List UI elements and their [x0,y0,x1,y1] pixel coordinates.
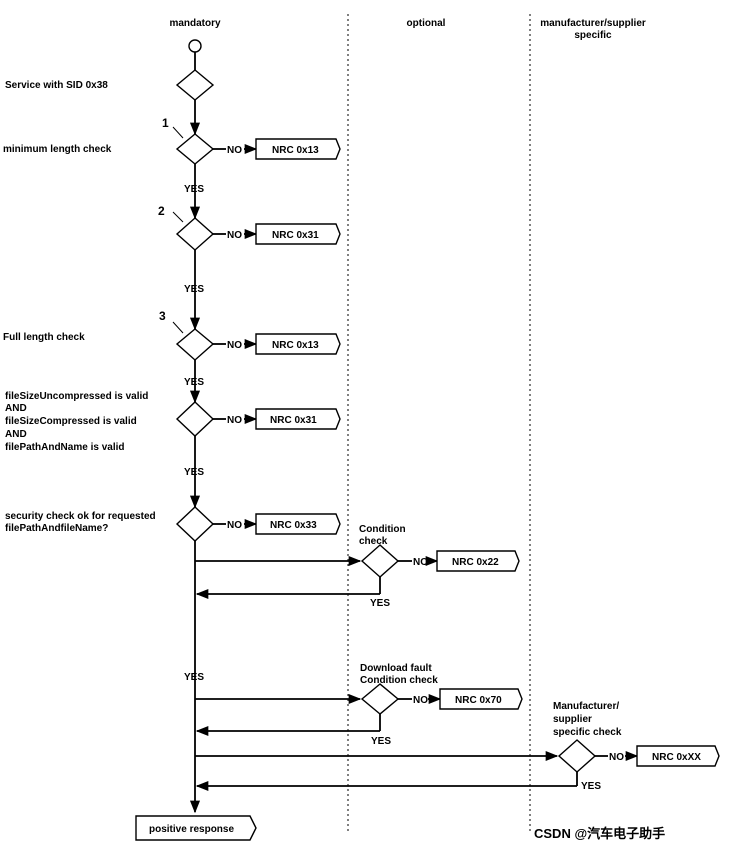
yes-label-manufacturer: YES [581,781,601,792]
nrc-box-4 [255,408,341,430]
label-manuf-1: Manufacturer/ [553,701,619,712]
yes-label-3: YES [184,377,204,388]
nrc-label-7: NRC 0x70 [455,695,502,706]
no-label-7: NO [413,695,428,706]
nrc-box-6 [436,550,520,572]
positive-response-label: positive response [149,824,234,835]
lane-title-manufacturer-line2: specific [574,30,612,41]
nrc-box-1 [255,138,341,160]
nrc-label-4: NRC 0x31 [270,415,317,426]
decision-condition-check [360,544,400,578]
label-valid-2: AND [5,403,27,414]
step2-tick [172,211,184,223]
yes-label-condition: YES [370,598,390,609]
nrc-label-6: NRC 0x22 [452,557,499,568]
label-condition-1: Condition [359,524,406,535]
no-label-5: NO [227,520,242,531]
yes-label-download: YES [371,736,391,747]
decision-security [175,506,215,542]
step1-tick [172,126,184,139]
label-download-2: Condition check [360,675,438,686]
label-valid-1: fileSizeUncompressed is valid [5,391,148,402]
step2-number: 2 [158,204,165,218]
nrc-label-1: NRC 0x13 [272,145,319,156]
step3-tick [172,321,184,334]
decision-service-sid [175,69,215,101]
lane-title-optional: optional [407,18,446,29]
yes-label-5: YES [184,672,204,683]
decision-step2 [175,217,215,251]
no-label-3: NO [227,340,242,351]
no-label-8: NO [609,752,624,763]
decision-download-check [360,683,400,715]
watermark-text: CSDN @汽车电子助手 [534,826,665,841]
decision-full-length [175,328,215,361]
label-valid-3: fileSizeCompressed is valid [5,416,137,427]
step1-number: 1 [162,116,169,130]
nrc-box-2 [255,223,341,245]
yes-label-2: YES [184,284,204,295]
decision-manufacturer-check [557,739,597,773]
nrc-box-5 [255,513,341,535]
start-node [188,39,202,53]
lane-title-mandatory: mandatory [169,18,221,29]
label-service: Service with SID 0x38 [5,80,108,91]
label-download-1: Download fault [360,663,432,674]
decision-validity [175,401,215,437]
decision-min-length [175,133,215,165]
nrc-box-7 [439,688,523,710]
label-full-length: Full length check [3,332,85,343]
positive-response-box [135,815,257,841]
nrc-label-3: NRC 0x13 [272,340,319,351]
no-label-1: NO [227,145,242,156]
lane-title-manufacturer-line1: manufacturer/supplier [540,18,646,29]
label-condition-2: check [359,536,388,547]
step3-number: 3 [159,309,166,323]
yes-label-1: YES [184,184,204,195]
nrc-box-3 [255,333,341,355]
nrc-label-5: NRC 0x33 [270,520,317,531]
no-label-6: NO [413,557,428,568]
no-label-2: NO [227,230,242,241]
yes-label-4: YES [184,467,204,478]
label-manuf-3: specific check [553,727,622,738]
nrc-label-8: NRC 0xXX [652,752,701,763]
nrc-box-8 [636,745,720,767]
label-manuf-2: supplier [553,714,592,725]
nrc-label-2: NRC 0x31 [272,230,319,241]
label-valid-4: AND [5,429,27,440]
label-security-2: filePathAndfileName? [5,523,108,534]
label-min-length: minimum length check [3,144,112,155]
label-valid-5: filePathAndName is valid [5,442,124,453]
no-label-4: NO [227,415,242,426]
label-security-1: security check ok for requested [5,511,156,522]
